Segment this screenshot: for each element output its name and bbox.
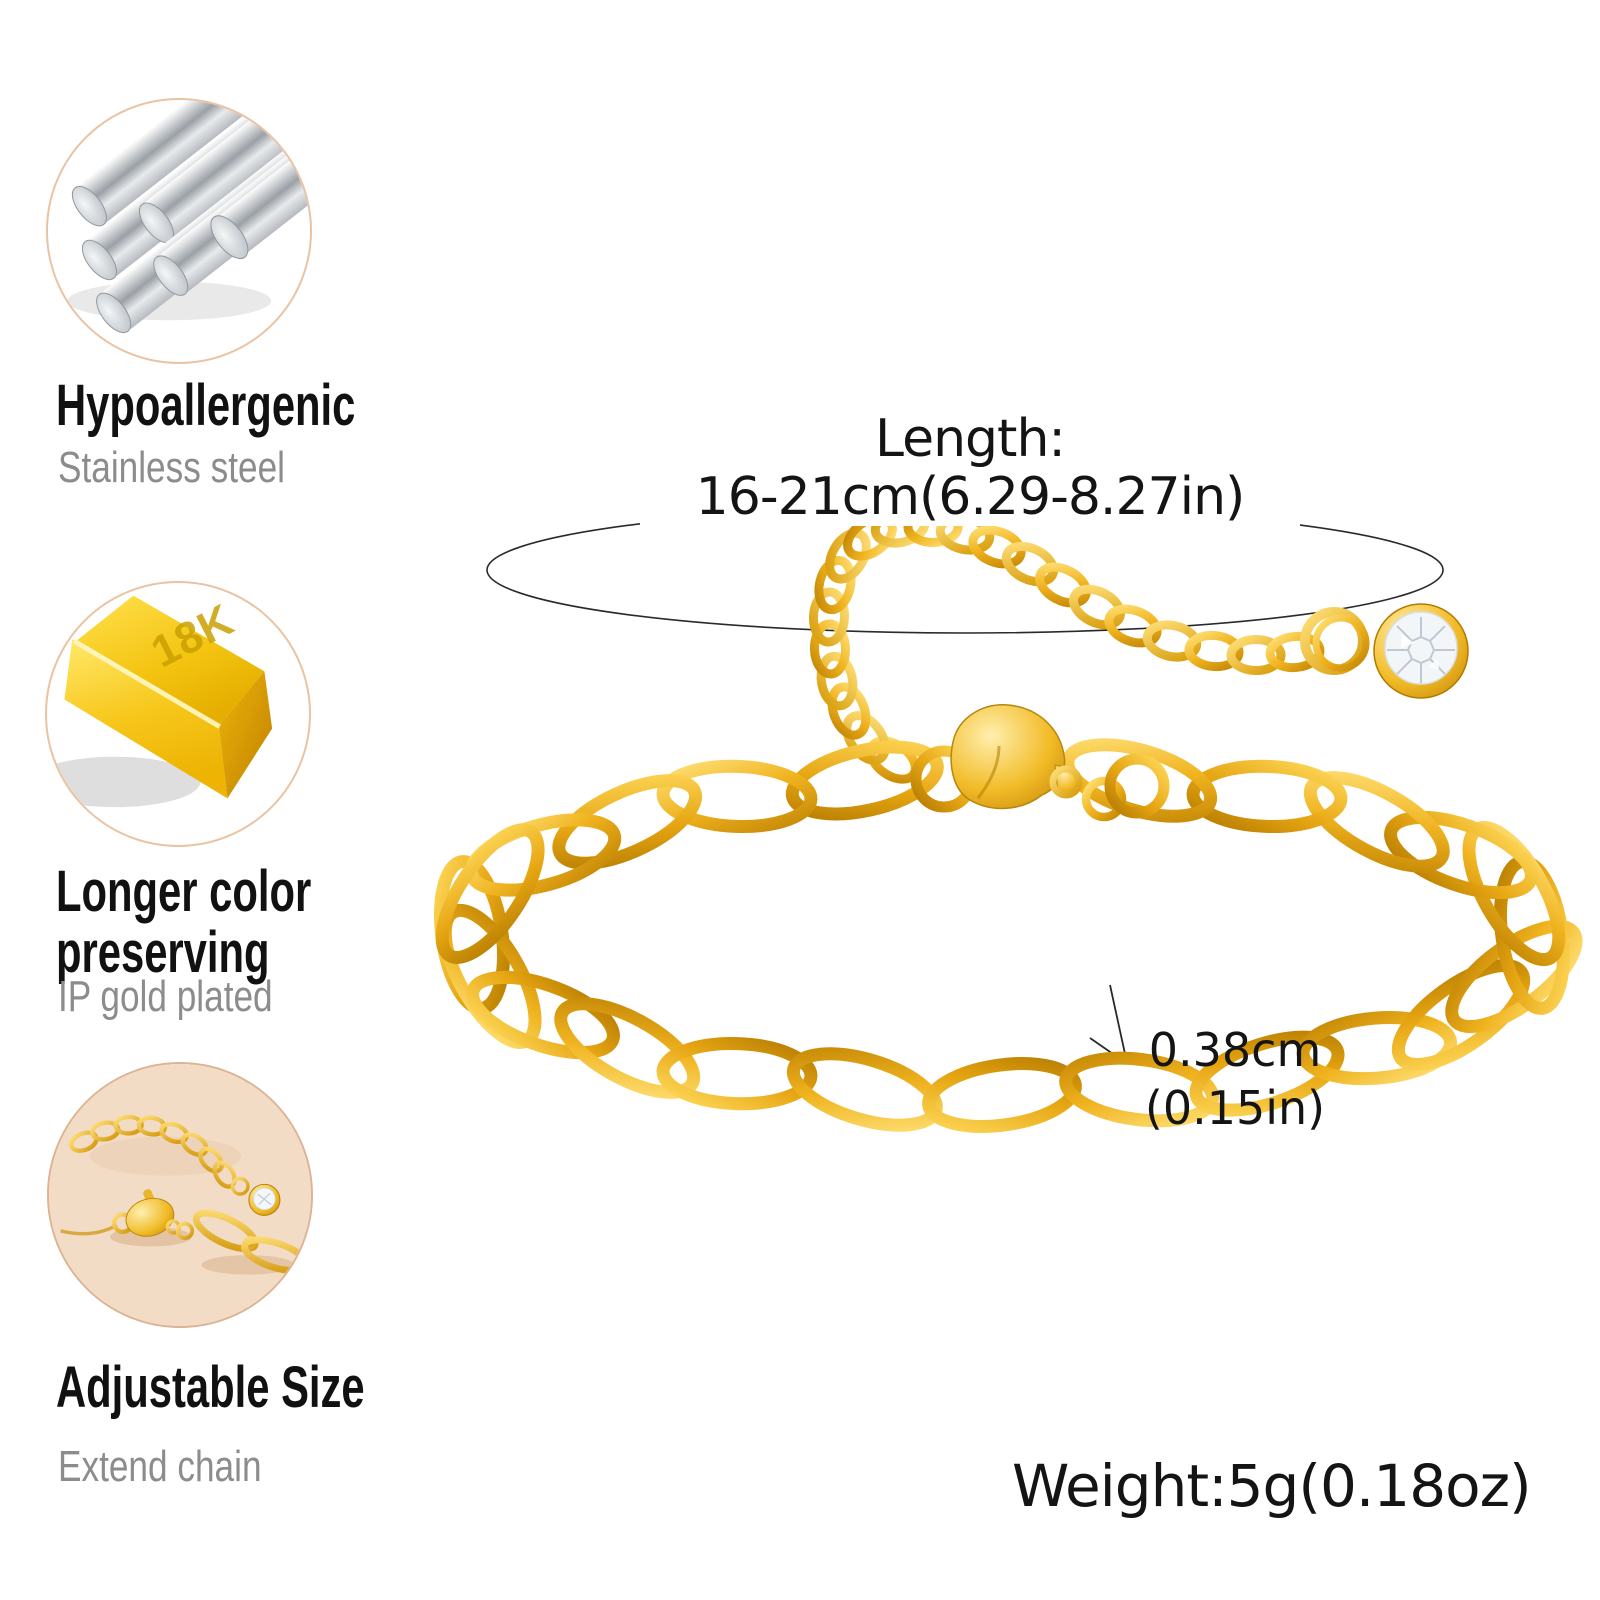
feature-title-color-preserving: Longer color preserving xyxy=(56,859,312,985)
link-width-in: (0.15in) xyxy=(1144,1080,1326,1135)
link-width-cm: 0.38cm xyxy=(1148,1023,1322,1077)
length-label: Length: xyxy=(875,409,1066,469)
lobster-clasp xyxy=(910,704,1170,822)
steel-rods-icon xyxy=(67,100,310,334)
weight-callout: Weight:5g(0.18oz) xyxy=(1012,1452,1532,1520)
feature-subtitle-extend-chain: Extend chain xyxy=(58,1442,262,1491)
feature-subtitle-ip-gold-plated: IP gold plated xyxy=(58,972,273,1021)
feature-title-hypoallergenic: Hypoallergenic xyxy=(56,373,356,438)
cz-charm xyxy=(1373,603,1469,699)
gold-bar-image: 18K xyxy=(45,581,311,847)
jump-ring xyxy=(1300,607,1370,675)
stainless-steel-rods-image xyxy=(46,98,312,364)
extender-chain xyxy=(808,506,1325,784)
length-value: 16-21cm(6.29-8.27in) xyxy=(695,467,1246,528)
mini-cz-charm xyxy=(248,1183,281,1216)
feature-subtitle-stainless-steel: Stainless steel xyxy=(58,443,285,492)
extend-chain-image xyxy=(47,1062,313,1328)
gold-bar-icon: 18K xyxy=(47,595,273,808)
feature-title-adjustable-size: Adjustable Size xyxy=(56,1355,365,1420)
weight-value: Weight:5g(0.18oz) xyxy=(1012,1452,1532,1520)
main-chain-loop xyxy=(434,738,1583,1133)
link-width-callout: 0.38cm (0.15in) xyxy=(1080,1022,1390,1137)
length-callout: Length: 16-21cm(6.29-8.27in) xyxy=(640,410,1300,526)
extend-chain-icon xyxy=(49,1064,311,1326)
mini-lobster-clasp xyxy=(111,1189,195,1241)
